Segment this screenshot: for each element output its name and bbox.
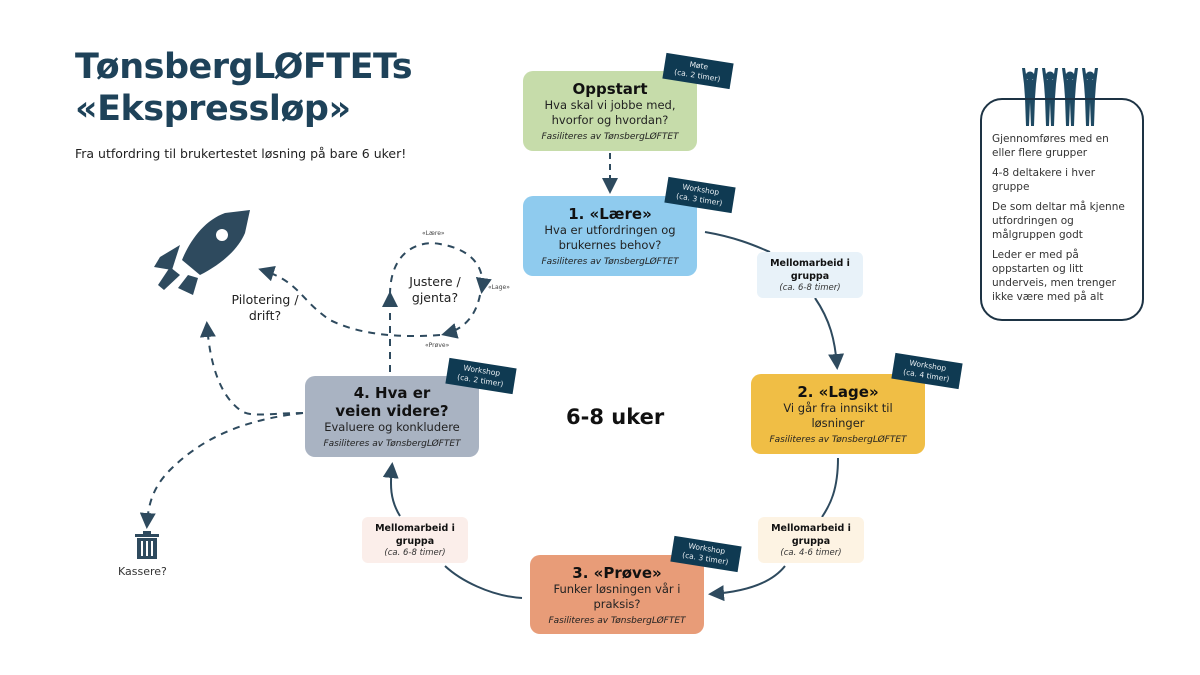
- interim-title: Mellomarbeid i gruppa: [770, 258, 850, 282]
- info-item: 4-8 deltakere i hver gruppe: [992, 167, 1096, 193]
- interim-work-1: Mellomarbeid i gruppa (ca. 6-8 timer): [757, 252, 863, 298]
- step-title: 1. «Lære»: [568, 205, 652, 223]
- step-title: 3. «Prøve»: [572, 563, 662, 582]
- info-item: De som deltar må kjenne utfordringen og …: [992, 201, 1125, 241]
- step-lage: 2. «Lage» Vi går fra innsikt til løsning…: [751, 374, 925, 454]
- step-title: 4. Hva er veien videre?: [335, 384, 449, 420]
- people-group-icon: [1022, 68, 1098, 126]
- interim-time: (ca. 6-8 timer): [384, 548, 446, 558]
- step-laere: 1. «Lære» Hva er utfordringen og brukern…: [523, 196, 697, 276]
- step-description: Vi går fra innsikt til løsninger: [783, 401, 893, 430]
- facilitator-note: Fasiliteres av TønsbergLØFTET: [541, 132, 679, 142]
- facilitator-note: Fasiliteres av TønsbergLØFTET: [548, 615, 686, 626]
- interim-title: Mellomarbeid i gruppa: [771, 523, 851, 547]
- step-title: Oppstart: [572, 80, 648, 98]
- step-description: Evaluere og konkludere: [324, 420, 460, 434]
- interim-work-3: Mellomarbeid i gruppa (ca. 6-8 timer): [362, 517, 468, 563]
- facilitator-note: Fasiliteres av TønsbergLØFTET: [323, 439, 461, 449]
- interim-time: (ca. 4-6 timer): [780, 548, 842, 558]
- rocket-icon: [154, 210, 250, 295]
- loop-label: Justere / gjenta?: [409, 274, 461, 305]
- step-prove: 3. «Prøve» Funker løsningen vår i praksi…: [530, 555, 704, 634]
- step-description: Funker løsningen vår i praksis?: [553, 581, 681, 611]
- facilitator-note: Fasiliteres av TønsbergLØFTET: [541, 257, 679, 267]
- step-description: Hva skal vi jobbe med, hvorfor og hvorda…: [544, 98, 676, 127]
- step-oppstart: Oppstart Hva skal vi jobbe med, hvorfor …: [523, 71, 697, 151]
- step-title: 2. «Lage»: [797, 383, 879, 401]
- discard-label: Kassere?: [118, 565, 167, 578]
- interim-title: Mellomarbeid i gruppa: [375, 523, 455, 547]
- step-description: Hva er utfordringen og brukernes behov?: [544, 223, 676, 252]
- subtitle: Fra utfordring til brukertestet løsning …: [75, 146, 407, 161]
- loop-laere: «Lære»: [422, 230, 445, 237]
- pilot-label: Pilotering / drift?: [231, 292, 299, 323]
- info-item: Leder er med på oppstarten og litt under…: [992, 249, 1116, 303]
- interim-work-2: Mellomarbeid i gruppa (ca. 4-6 timer): [758, 517, 864, 563]
- title-line-2: «Ekspressløp»: [75, 89, 351, 129]
- loop-lage: «Lage»: [488, 284, 510, 291]
- title-line-1: TønsbergLØFTETs: [75, 47, 413, 87]
- info-item: Gjennomføres med en eller flere grupper: [992, 133, 1109, 159]
- step-veien-videre: 4. Hva er veien videre? Evaluere og konk…: [305, 376, 479, 457]
- trash-icon: [135, 531, 159, 559]
- interim-time: (ca. 6-8 timer): [779, 283, 841, 293]
- info-panel: Gjennomføres med en eller flere grupper …: [980, 98, 1144, 321]
- facilitator-note: Fasiliteres av TønsbergLØFTET: [769, 435, 907, 445]
- loop-prove: «Prøve»: [425, 342, 450, 349]
- page-title: TønsbergLØFTETs «Ekspressløp»: [75, 46, 413, 130]
- duration-center-label: 6-8 uker: [566, 405, 665, 429]
